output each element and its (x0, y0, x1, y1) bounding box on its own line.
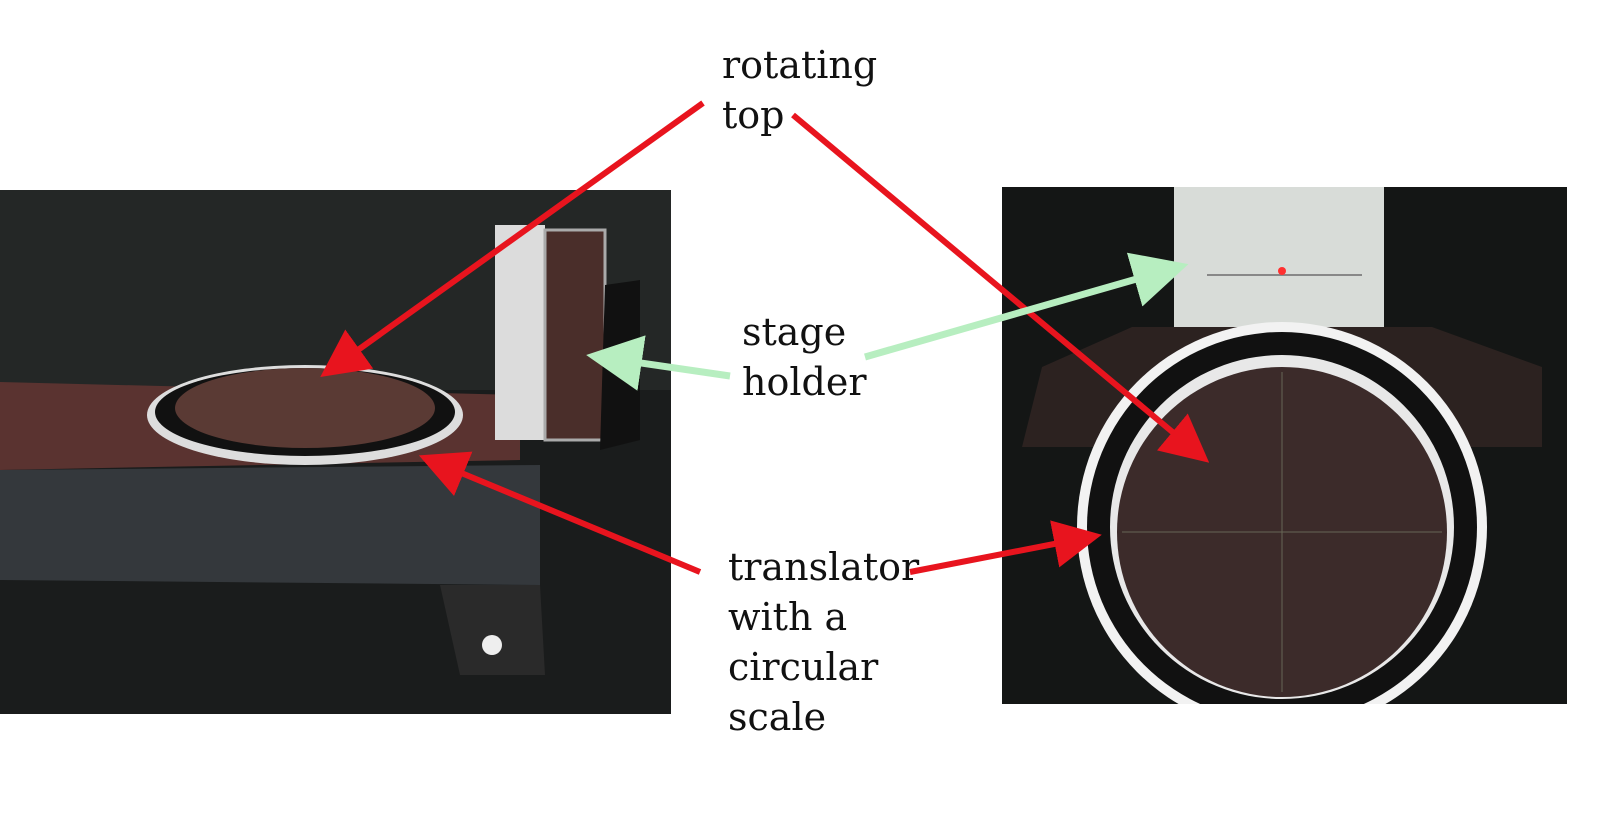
label-line: holder (742, 360, 867, 404)
label-line: scale (728, 695, 827, 739)
arrow-rotating-top-left (320, 100, 705, 377)
label-line: stage (742, 310, 847, 354)
arrow-translator-right (909, 520, 1102, 575)
label-rotating-top: rotating top (722, 40, 877, 140)
arrow-translator-left (418, 451, 702, 575)
side-view-photo (0, 190, 671, 714)
label-line: rotating (722, 43, 878, 87)
label-translator: translator with a circular scale (728, 542, 919, 742)
arrow-stage-holder-right (864, 252, 1189, 361)
arrow-rotating-top-right (791, 112, 1210, 463)
label-line: with a (728, 595, 848, 639)
label-line: top (722, 93, 785, 137)
label-line: translator (728, 545, 920, 589)
label-line: circular (728, 645, 879, 689)
label-stage-holder: stage holder (742, 307, 866, 407)
arrow-stage-holder-left (586, 335, 731, 391)
